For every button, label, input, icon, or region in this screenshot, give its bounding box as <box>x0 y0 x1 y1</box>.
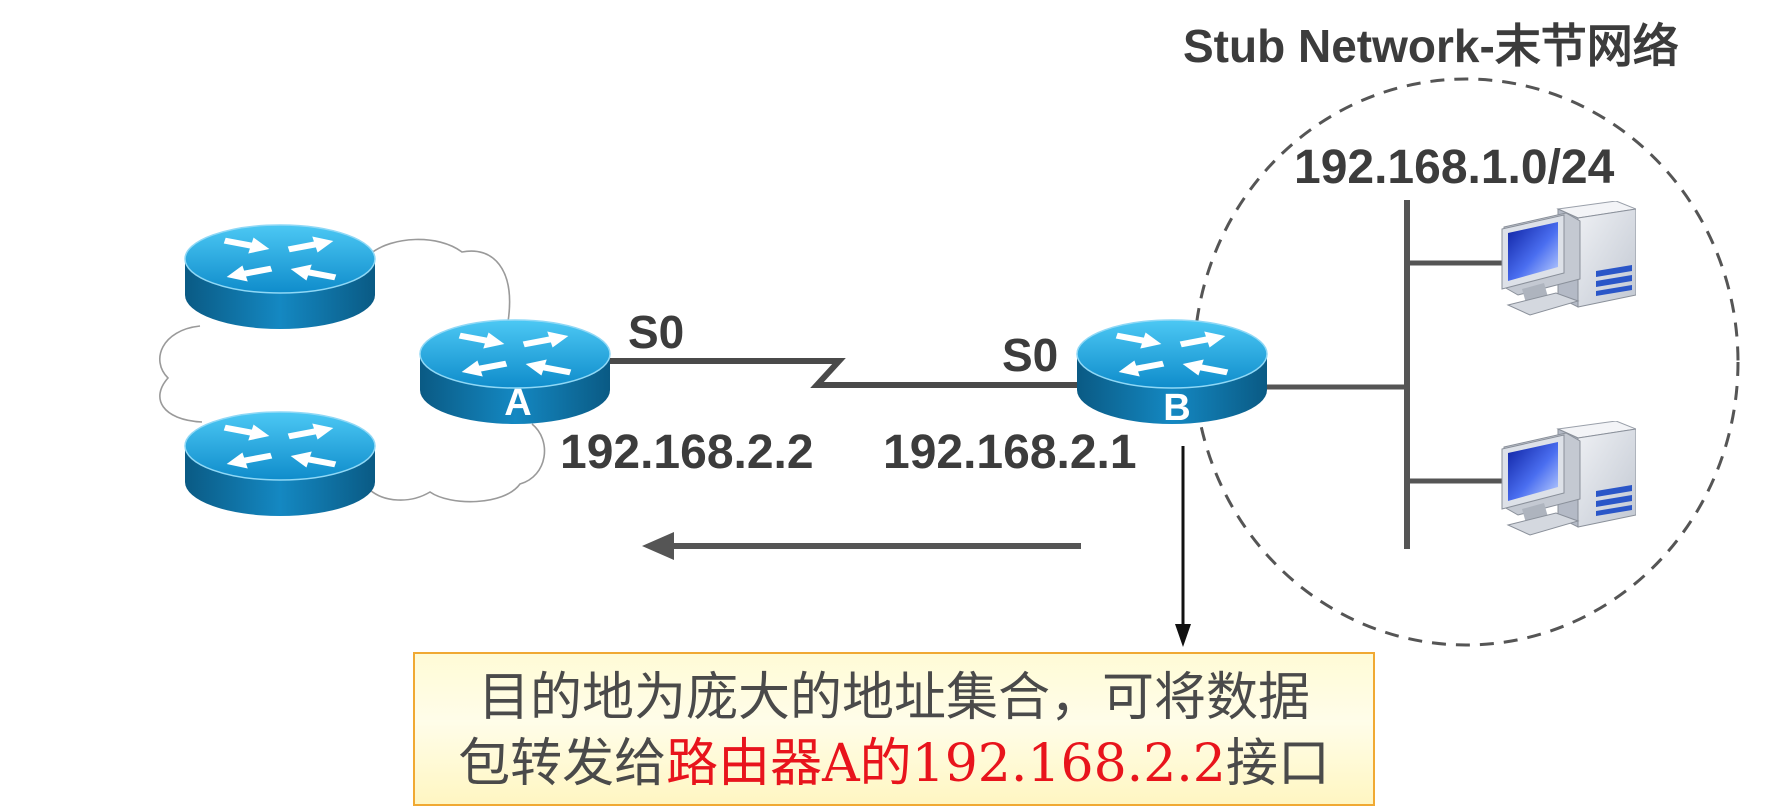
router-a-interface: S0 <box>628 306 684 358</box>
router-a-label: A <box>504 382 531 424</box>
router-a: A <box>419 319 611 425</box>
arrow-down-icon <box>1175 446 1191 647</box>
cloud-outline <box>158 238 546 503</box>
arrow-left-icon <box>642 532 1081 560</box>
note-box: 目的地为庞大的地址集合，可将数据 包转发给路由器A的192.168.2.2接口 <box>413 652 1375 806</box>
note-line-2-suffix: 接口 <box>1225 734 1330 794</box>
router-b: B <box>1076 319 1268 429</box>
router-icon <box>184 411 376 517</box>
diagram-title: Stub Network-末节网络 <box>1183 20 1679 72</box>
note-line-2-highlight: 路由器A的192.168.2.2 <box>666 734 1226 794</box>
workstation-icon <box>1501 201 1636 316</box>
router-b-label: B <box>1163 387 1190 429</box>
note-line-1: 目的地为庞大的地址集合，可将数据 <box>477 668 1310 728</box>
serial-link <box>606 358 1080 388</box>
router-a-ip: 192.168.2.2 <box>560 426 814 479</box>
note-line-2: 包转发给路由器A的192.168.2.2接口 <box>425 731 1363 797</box>
router-icon <box>184 224 376 330</box>
stub-subnet-label: 192.168.1.0/24 <box>1294 141 1615 194</box>
router-b-interface: S0 <box>1002 329 1058 381</box>
router-b-ip: 192.168.2.1 <box>883 426 1137 479</box>
note-line-2-prefix: 包转发给 <box>458 734 667 794</box>
workstation-icon <box>1501 421 1636 536</box>
